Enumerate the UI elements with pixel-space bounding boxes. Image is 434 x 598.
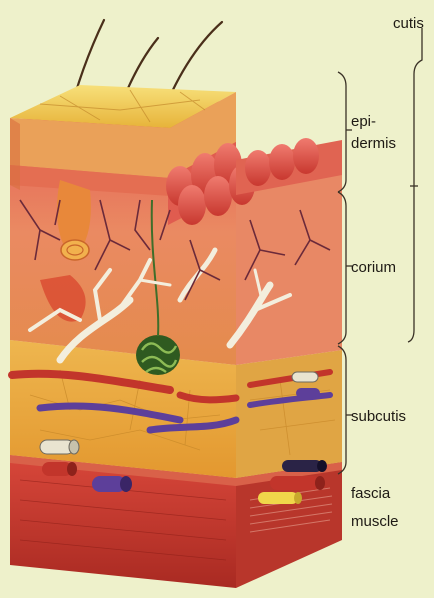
- vessel-cross-section: [270, 476, 325, 490]
- label-epidermis-line1: epi-: [351, 113, 376, 130]
- vessel-cross-section: [92, 476, 132, 492]
- vessel-cross-section: [42, 462, 77, 476]
- label-muscle: muscle: [351, 513, 399, 530]
- label-subcutis: subcutis: [351, 408, 406, 425]
- vessel-cross-section: [258, 492, 302, 504]
- layer-labels: cutis epi- dermis corium subcutis fascia…: [351, 15, 424, 530]
- bracket-cutis: [408, 28, 422, 342]
- label-cutis: cutis: [393, 15, 424, 32]
- label-fascia: fascia: [351, 485, 391, 502]
- label-epidermis-line2: dermis: [351, 135, 396, 152]
- vessel-cross-section: [40, 440, 79, 454]
- vessel-cross-section: [282, 460, 327, 472]
- label-corium: corium: [351, 259, 396, 276]
